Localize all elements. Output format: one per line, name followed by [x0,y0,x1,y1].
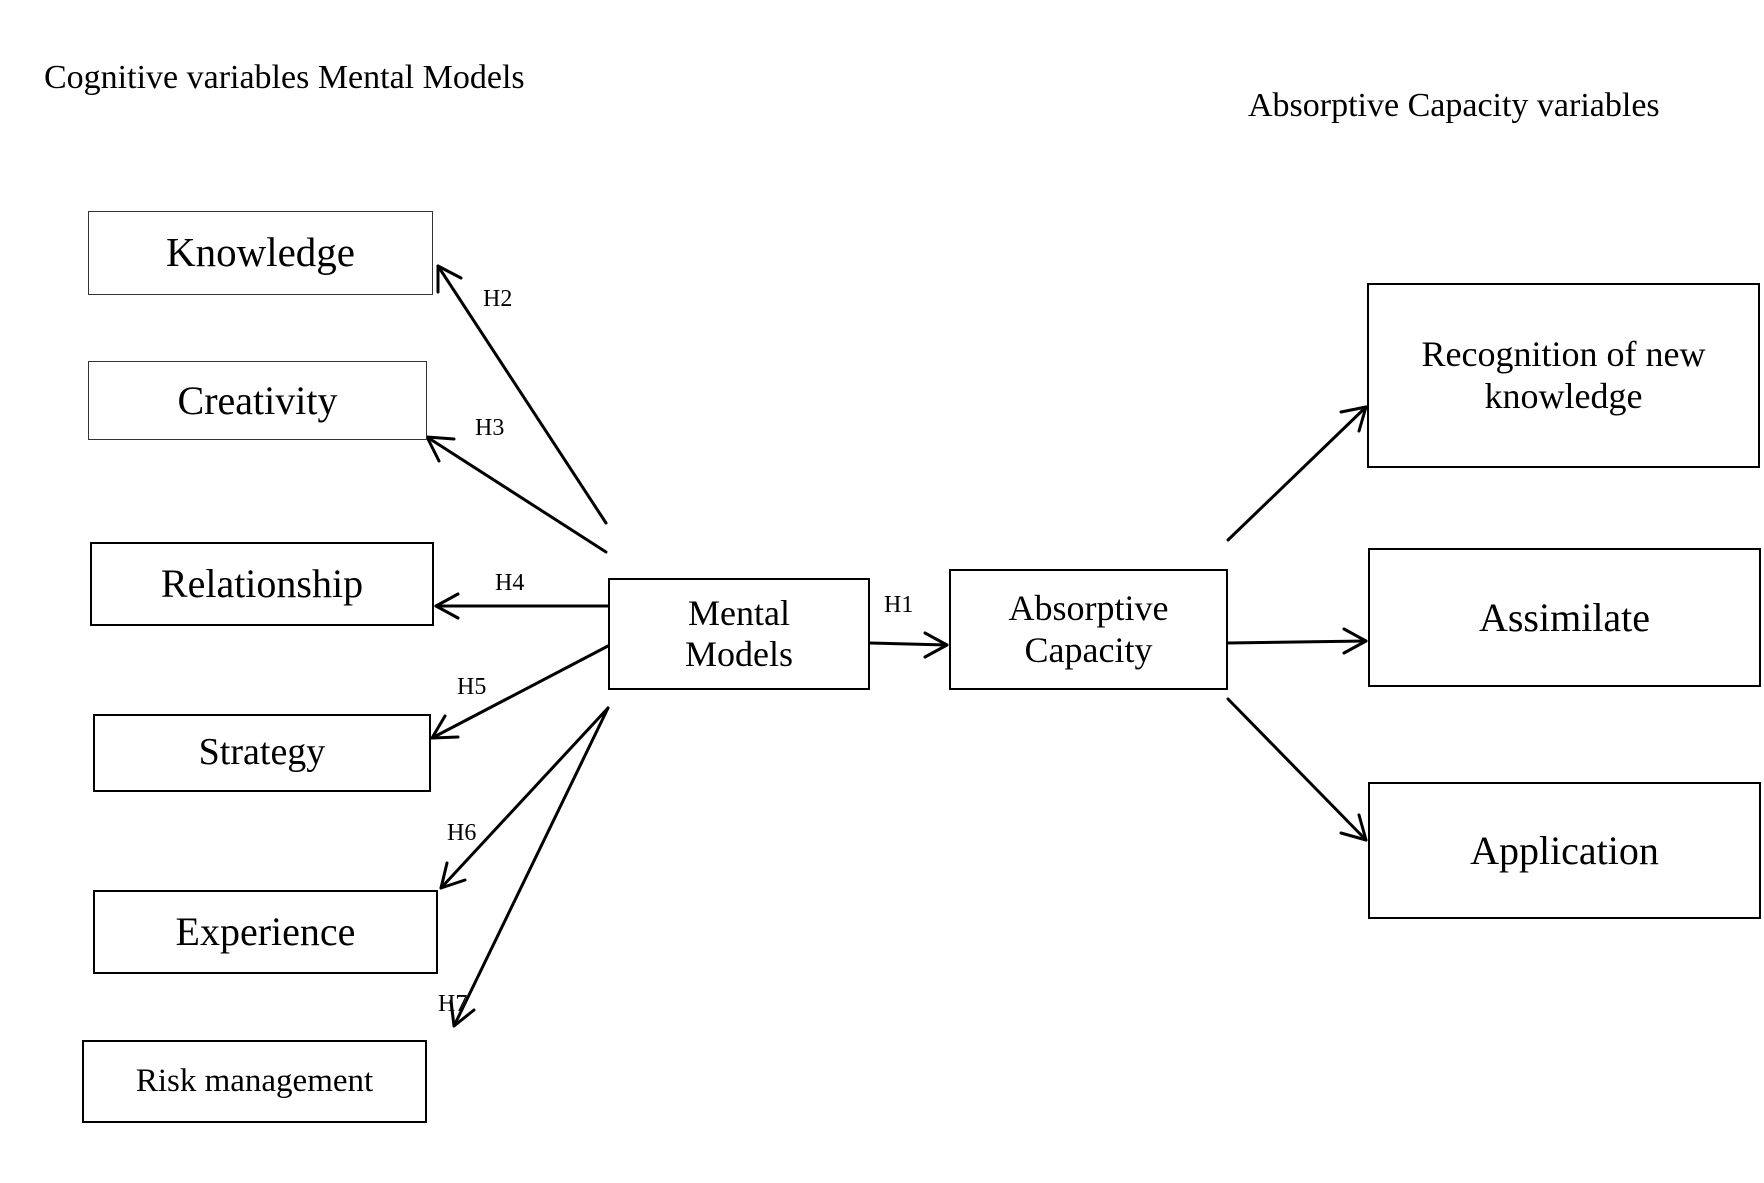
assimilate-box: Assimilate [1368,548,1761,687]
assimilate-label: Assimilate [1478,594,1651,640]
arrow-to-recognition [1226,405,1368,542]
mental-models-label: Mental Models [685,592,793,674]
creativity-label: Creativity [177,377,338,423]
hypothesis-h3-label: H3 [475,415,505,441]
absorptive-capacity-label: Absorptive Capacity [1008,588,1169,670]
relationship-label: Relationship [160,561,364,606]
knowledge-label: Knowledge [165,229,355,276]
hypothesis-h4-label: H4 [495,570,525,596]
knowledge-box: Knowledge [88,211,433,295]
recognition-label: Recognition of new knowledge [1421,334,1706,416]
arrow-h4 [434,592,610,620]
arrow-h6 [439,706,610,890]
hypothesis-h5-label: H5 [457,674,487,700]
arrow-to-assimilate [1226,627,1368,655]
application-label: Application [1470,827,1659,873]
arrow-h7 [449,706,610,1028]
strategy-box: Strategy [93,714,431,792]
experience-box: Experience [93,890,438,974]
strategy-label: Strategy [198,731,326,774]
application-box: Application [1368,782,1761,919]
arrow-h2 [436,264,608,525]
risk-management-box: Risk management [82,1040,427,1123]
mental-models-box: Mental Models [608,578,870,690]
hypothesis-h7-label: H7 [438,991,468,1017]
hypothesis-h2-label: H2 [483,286,513,312]
relationship-box: Relationship [90,542,434,626]
hypothesis-h6-label: H6 [447,820,477,846]
experience-label: Experience [175,909,356,954]
creativity-box: Creativity [88,361,427,440]
absorptive-variables-heading: Absorptive Capacity variables [1248,87,1660,124]
absorptive-capacity-box: Absorptive Capacity [949,569,1228,690]
risk-management-label: Risk management [135,1062,374,1099]
recognition-box: Recognition of new knowledge [1367,283,1760,468]
hypothesis-h1-label: H1 [884,592,914,618]
arrow-h3 [425,435,608,554]
arrow-h5 [430,644,610,740]
arrow-to-application [1226,697,1368,842]
arrow-h1 [868,631,949,659]
cognitive-variables-heading: Cognitive variables Mental Models [44,59,525,96]
